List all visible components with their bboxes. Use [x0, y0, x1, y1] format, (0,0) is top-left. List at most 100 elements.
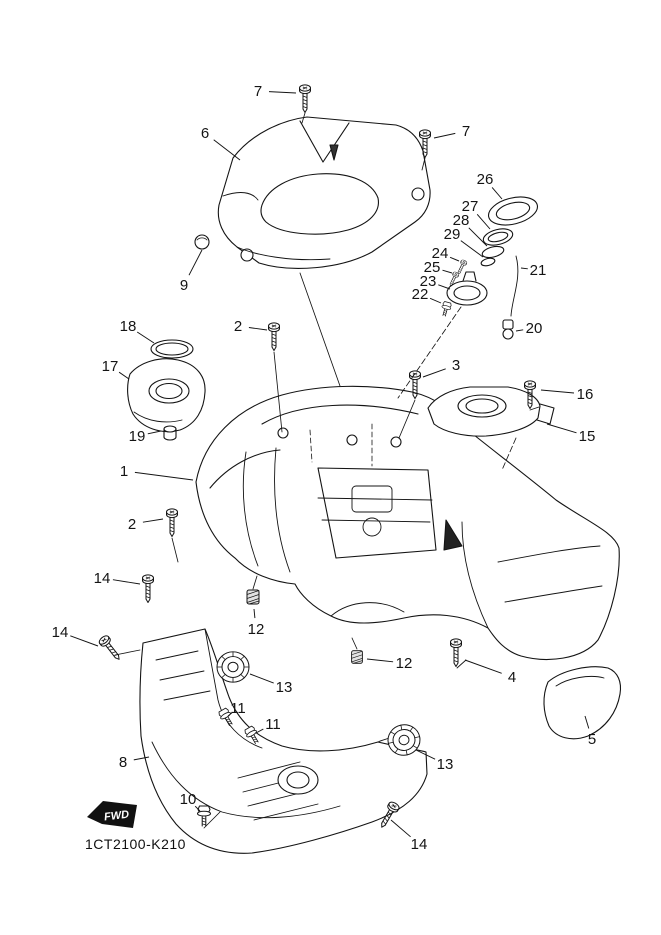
- round-pad-part-9: [195, 235, 209, 249]
- callout-28: 28: [453, 212, 470, 229]
- callout-7: 7: [254, 83, 262, 100]
- leader-line-25: [442, 269, 453, 274]
- leader-line-4: [464, 659, 502, 674]
- leader-lines: [70, 91, 590, 838]
- callout-1: 1: [120, 463, 128, 480]
- callout-11: 11: [265, 716, 281, 733]
- callout-7: 7: [462, 123, 470, 140]
- hood-emblem: [330, 145, 338, 160]
- leader-line-2: [248, 327, 268, 331]
- leader-line-7: [433, 132, 456, 139]
- callout-5: 5: [588, 731, 596, 748]
- diagram-code: 1CT2100-K210: [85, 836, 186, 852]
- leader-line-14: [390, 819, 411, 838]
- leader-line-1: [134, 471, 194, 481]
- callout-16: 16: [577, 386, 594, 403]
- screw-part-2-lower: [165, 508, 179, 538]
- meter-bolt-22: [439, 300, 453, 318]
- leader-line-5: [584, 715, 590, 729]
- callout-21: 21: [530, 262, 547, 279]
- callout-26: 26: [477, 171, 494, 188]
- side-panel-part-5: [544, 667, 621, 739]
- callout-13: 13: [437, 756, 454, 773]
- callout-15: 15: [579, 428, 596, 445]
- leader-line-6: [213, 139, 241, 161]
- leader-line-12: [253, 608, 256, 619]
- leader-line-18: [136, 331, 155, 344]
- front-hood-panel-part-6: [218, 117, 430, 268]
- screw-part-2-upper: [267, 322, 281, 352]
- tank-cover-parts-17-19: [128, 340, 205, 440]
- clip-part-12-right: [351, 650, 363, 664]
- leader-line-20: [515, 329, 524, 332]
- leader-line-12: [366, 658, 394, 663]
- callout-24: 24: [432, 245, 449, 262]
- callout-9: 9: [180, 277, 188, 294]
- screw-part-14-left: [97, 633, 124, 664]
- callout-3: 3: [452, 357, 460, 374]
- callout-27: 27: [462, 198, 479, 215]
- leader-line-11: [255, 728, 264, 734]
- callout-2: 2: [128, 516, 136, 533]
- callout-19: 19: [129, 428, 146, 445]
- leader-line-14: [112, 579, 141, 585]
- leader-line-8: [133, 756, 150, 761]
- meter-assembly-parts-20-29: [439, 192, 541, 339]
- callout-14: 14: [411, 836, 428, 853]
- leader-line-22: [429, 297, 442, 304]
- leader-line-21: [520, 267, 528, 270]
- leader-line-26: [491, 187, 503, 200]
- callout-23: 23: [420, 273, 437, 290]
- leader-line-10: [194, 805, 201, 812]
- leader-line-14: [70, 635, 99, 647]
- callout-13: 13: [276, 679, 293, 696]
- leader-line-29: [460, 240, 484, 258]
- callout-22: 22: [412, 286, 429, 303]
- callout-10: 10: [180, 791, 197, 808]
- callout-8: 8: [119, 754, 127, 771]
- callout-25: 25: [424, 259, 441, 276]
- leader-line-11: [227, 712, 233, 717]
- leader-line-15: [546, 423, 577, 434]
- leader-line-7: [268, 91, 297, 94]
- callout-18: 18: [120, 318, 137, 335]
- emblem-mark: [444, 520, 462, 550]
- callout-11: 11: [230, 700, 246, 717]
- callout-20: 20: [526, 320, 543, 337]
- leader-line-2: [142, 518, 164, 523]
- callout-2: 2: [234, 318, 242, 335]
- leader-line-3: [422, 368, 446, 378]
- callout-6: 6: [201, 125, 209, 142]
- leader-line-9: [188, 249, 203, 276]
- fwd-arrow-icon: [87, 801, 137, 828]
- leader-line-27: [476, 213, 491, 230]
- assembly-alignment-lines: [115, 113, 539, 828]
- fwd-direction-tag: FWD: [87, 801, 137, 828]
- screw-part-7-top: [298, 84, 312, 114]
- clip-part-12-left: [246, 589, 260, 605]
- screw-part-14-upper: [141, 574, 155, 604]
- grommet-part-13-left: [216, 651, 250, 683]
- callout-4: 4: [508, 669, 516, 686]
- fwd-label: FWD: [103, 809, 129, 824]
- callout-12: 12: [248, 621, 265, 638]
- leader-line-28: [468, 227, 488, 247]
- callout-14: 14: [94, 570, 111, 587]
- callout-29: 29: [444, 226, 461, 243]
- leader-line-13: [415, 749, 436, 760]
- callout-17: 17: [102, 358, 119, 375]
- leader-line-19: [147, 430, 162, 435]
- leader-line-16: [540, 389, 575, 394]
- damper-part-19: [164, 426, 176, 440]
- leader-line-13: [249, 673, 274, 684]
- callout-14: 14: [52, 624, 69, 641]
- leader-line-23: [438, 284, 451, 290]
- callout-12: 12: [396, 655, 413, 672]
- leader-line-24: [449, 256, 460, 262]
- headlight-pod-part-15: [428, 387, 554, 436]
- leader-line-17: [118, 371, 130, 380]
- front-fender-part-1: [196, 386, 619, 659]
